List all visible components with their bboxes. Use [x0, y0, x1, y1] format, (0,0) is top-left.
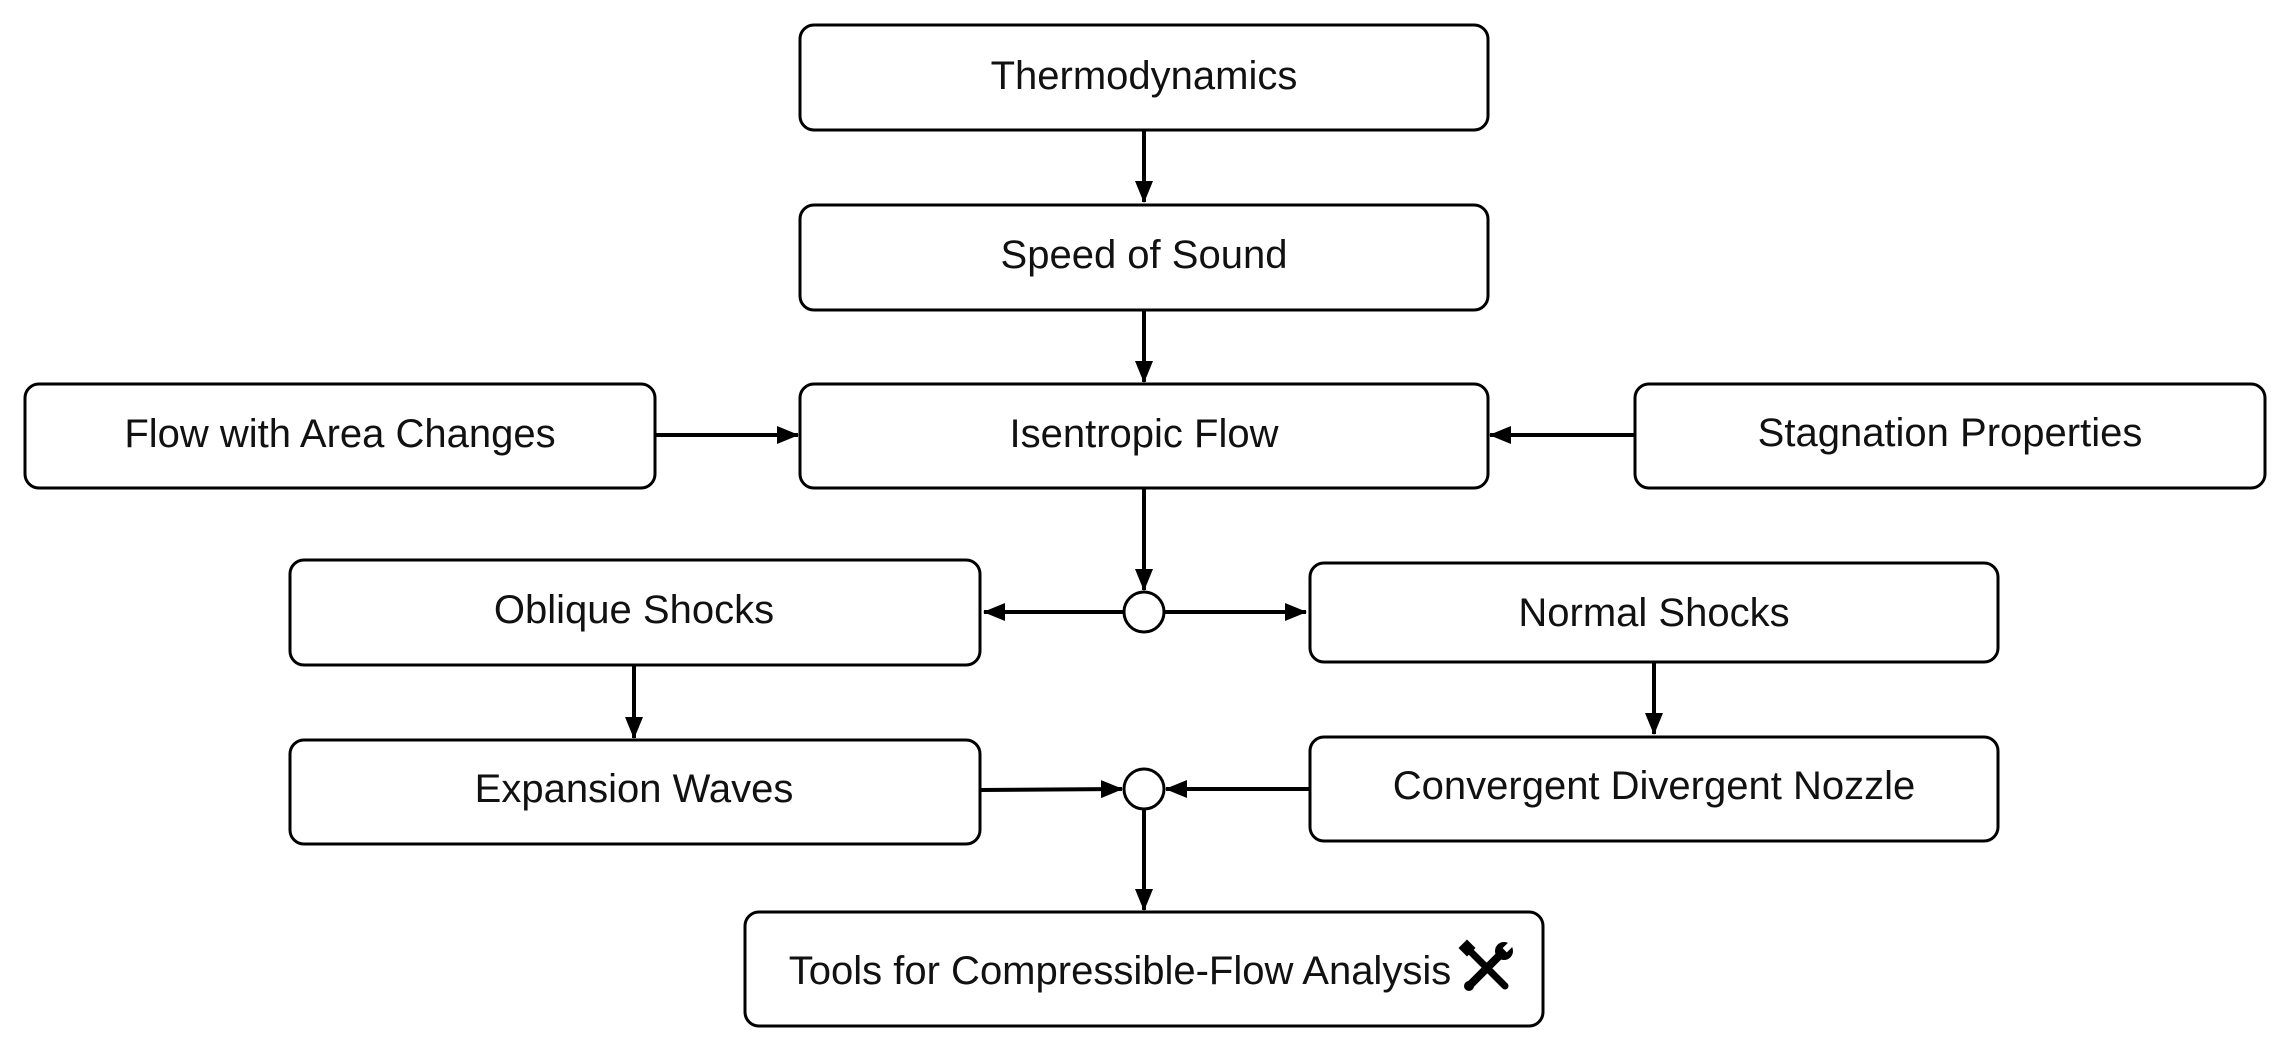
junction-split	[1122, 590, 1166, 634]
tools-icon	[1458, 939, 1514, 991]
node-normal-shocks: Normal Shocks	[1308, 561, 2000, 664]
node-stagnation-properties: Stagnation Properties	[1633, 382, 2267, 490]
node-expansion-waves: Expansion Waves	[288, 738, 982, 846]
node-thermodynamics-label: Thermodynamics	[991, 54, 1298, 98]
node-isentropic-flow: Isentropic Flow	[798, 382, 1490, 490]
node-thermodynamics: Thermodynamics	[798, 23, 1490, 132]
node-speed-of-sound-label: Speed of Sound	[1001, 233, 1288, 277]
edges	[625, 130, 1663, 911]
junction-merge	[1122, 767, 1166, 811]
node-cd-nozzle-label: Convergent Divergent Nozzle	[1393, 764, 1915, 808]
node-oblique-shocks-label: Oblique Shocks	[494, 588, 774, 632]
node-cd-nozzle: Convergent Divergent Nozzle	[1308, 735, 2000, 843]
node-speed-of-sound: Speed of Sound	[798, 203, 1490, 312]
node-normal-shocks-label: Normal Shocks	[1518, 591, 1789, 635]
node-isentropic-flow-label: Isentropic Flow	[1010, 412, 1279, 456]
node-tools: Tools for Compressible-Flow Analysis	[743, 910, 1545, 1028]
node-oblique-shocks: Oblique Shocks	[288, 558, 982, 667]
node-flow-area-changes-label: Flow with Area Changes	[124, 412, 555, 456]
node-tools-label: Tools for Compressible-Flow Analysis	[789, 949, 1451, 993]
node-flow-area-changes: Flow with Area Changes	[23, 382, 657, 490]
node-stagnation-properties-label: Stagnation Properties	[1758, 411, 2143, 455]
node-expansion-waves-label: Expansion Waves	[475, 767, 794, 811]
edge-expansion-to-junction	[979, 780, 1123, 799]
